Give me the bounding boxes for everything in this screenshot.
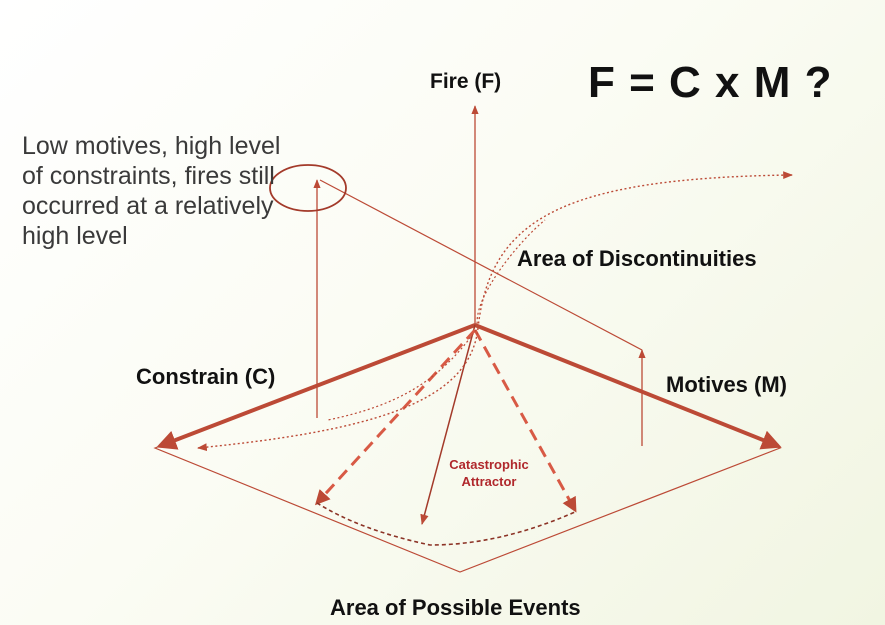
- discontinuity-curve-upper: [477, 171, 793, 329]
- constrain-axis-label: Constrain (C): [136, 364, 276, 389]
- highlight-ellipse: [269, 164, 347, 212]
- possible-events-label: Area of Possible Events: [330, 595, 581, 620]
- discontinuity-curve-middle: [327, 329, 477, 421]
- possible-events-plane: [153, 324, 782, 573]
- attractor-arrow: [420, 324, 476, 526]
- attractor-dash-right: [473, 329, 577, 513]
- attractor-basin-curve: [316, 502, 576, 546]
- equation-title: F = C x M ?: [588, 58, 833, 107]
- discontinuities-label: Area of Discontinuities: [517, 246, 757, 271]
- motives-axis: [474, 323, 782, 450]
- motives-axis-label: Motives (M): [666, 372, 787, 397]
- annotation-note: Low motives, high level of constraints, …: [22, 132, 281, 250]
- attractor-dash-left: [314, 328, 477, 506]
- discontinuity-curve-lower: [197, 327, 479, 452]
- catastrophic-attractor-label: Catastrophic Attractor: [449, 457, 529, 489]
- discontinuity-curve-inner: [476, 219, 546, 329]
- surface-edge-line: [319, 179, 643, 351]
- fire-axis-label: Fire (F): [430, 70, 502, 93]
